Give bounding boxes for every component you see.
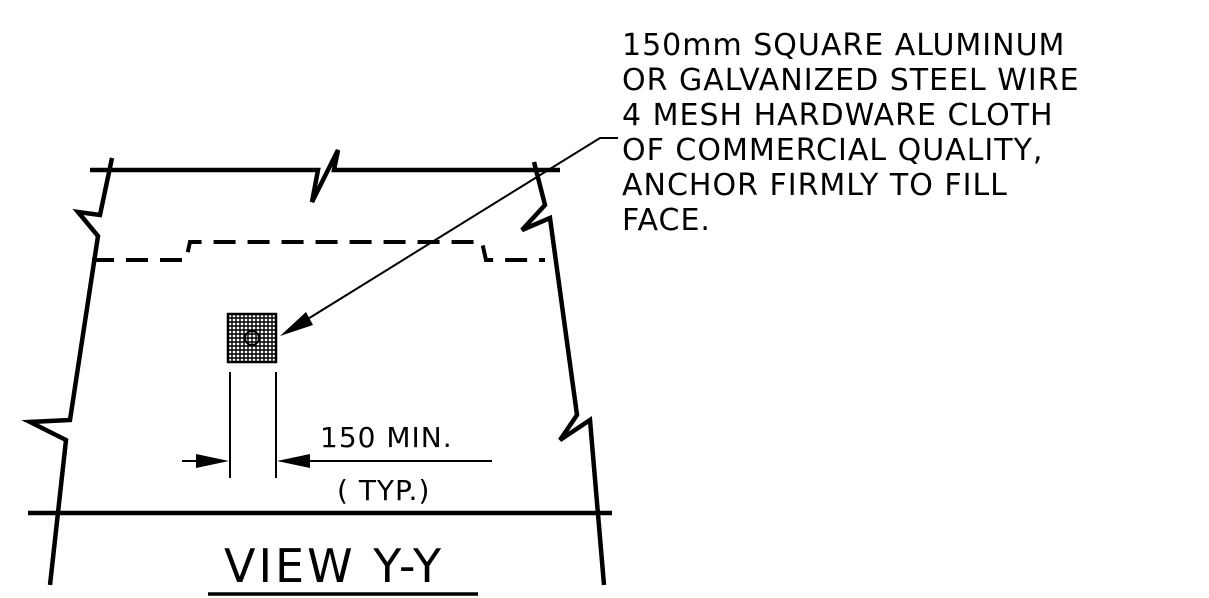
view-title: VIEW Y-Y: [224, 539, 444, 593]
dimension-arrowhead-left: [196, 454, 229, 468]
dimension-arrowhead-right: [277, 454, 310, 468]
note-line-5: ANCHOR FIRMLY TO FILL: [622, 168, 1008, 203]
left-boundary-line: [21, 157, 115, 586]
dashed-hidden-edge: [92, 240, 545, 262]
note-line-1: 150mm SQUARE ALUMINUM: [622, 28, 1065, 63]
note-line-4: OF COMMERCIAL QUALITY,: [622, 133, 1043, 168]
mesh-center-mark: [244, 330, 260, 346]
right-boundary-line: [520, 161, 607, 586]
dimension-qualifier-label: ( TYP.): [337, 474, 430, 507]
dimension-value-label: 150 MIN.: [320, 421, 453, 454]
note-line-2: OR GALVANIZED STEEL WIRE: [622, 63, 1080, 98]
mesh-hardware-cloth: [226, 312, 278, 364]
top-break-line: [90, 148, 560, 204]
note-line-3: 4 MESH HARDWARE CLOTH: [622, 98, 1054, 133]
note-line-6: FACE.: [622, 203, 711, 238]
note-leader-arrowhead: [280, 312, 313, 336]
note-leader-line: [289, 137, 618, 331]
